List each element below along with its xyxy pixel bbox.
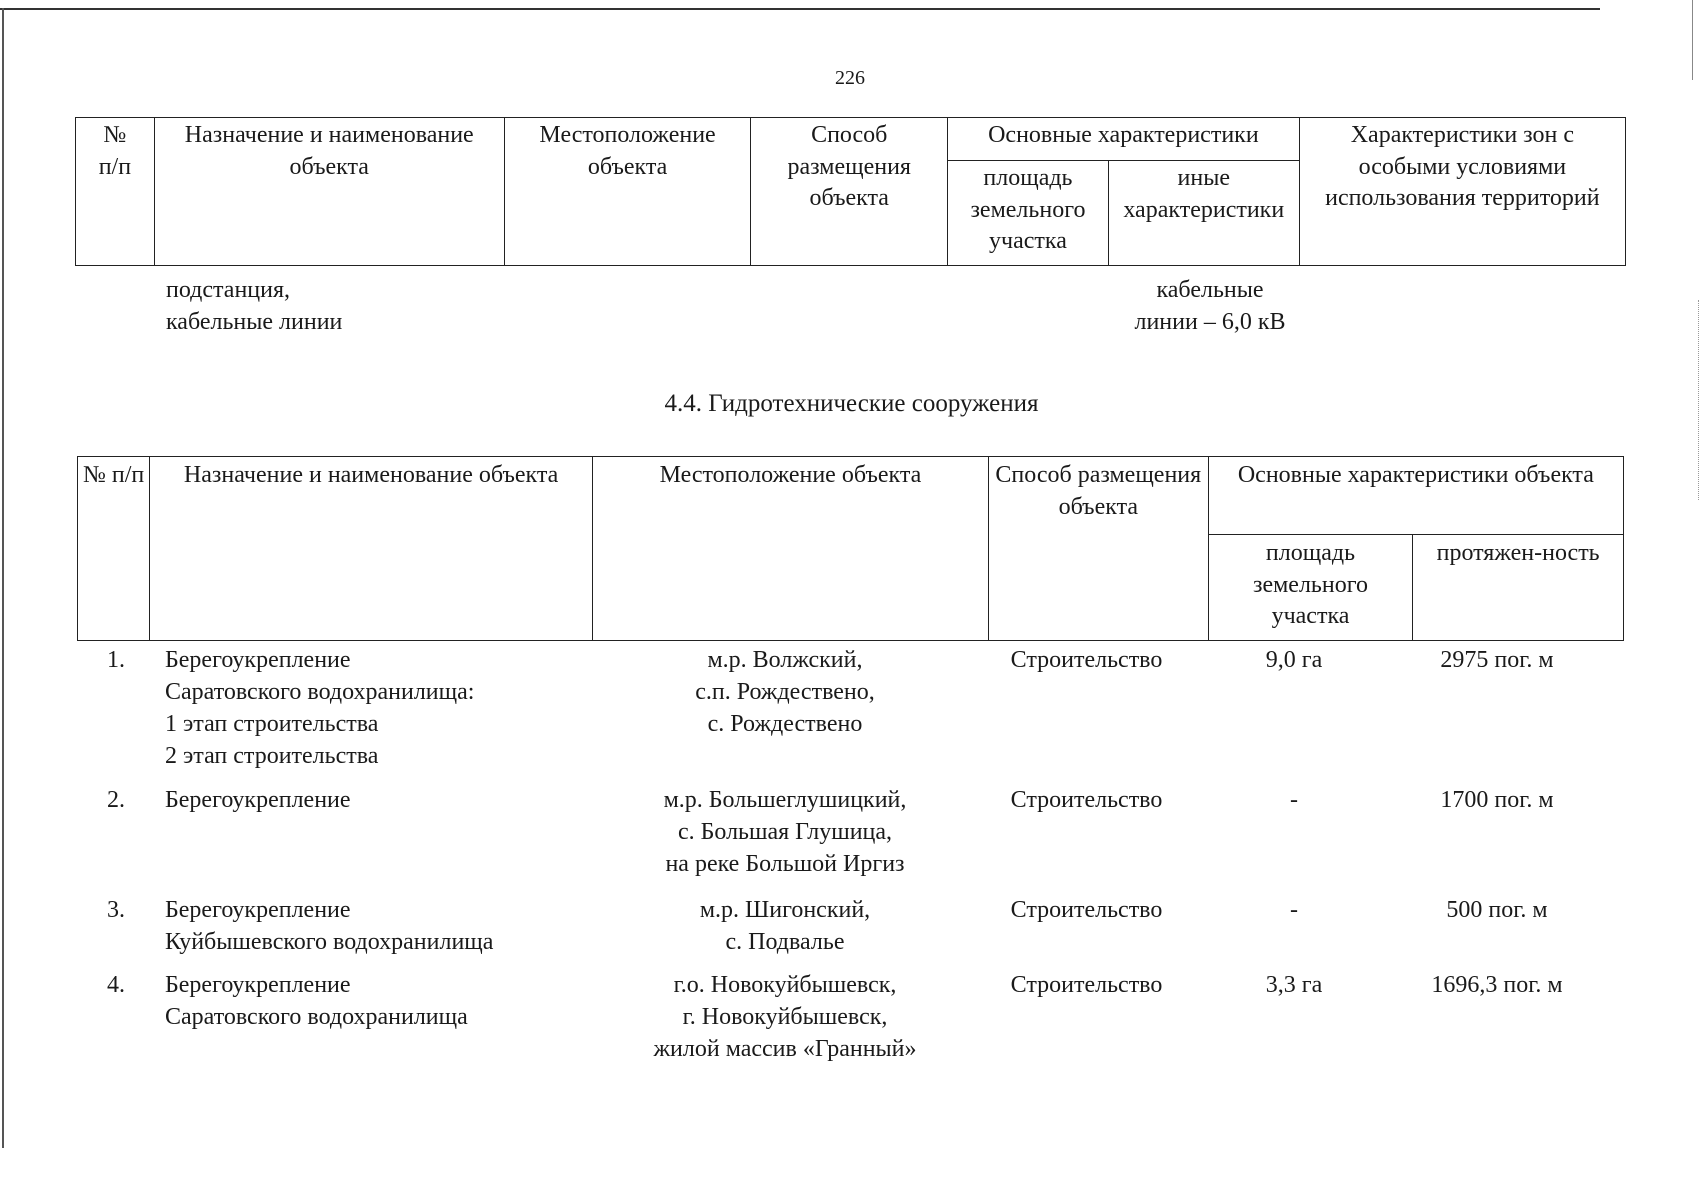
object-location-line: м.р. Волжский,	[707, 647, 863, 673]
land-area: 9,0 га	[1265, 647, 1323, 673]
header-main-characteristics: Основные характеристики	[947, 117, 1300, 161]
object-name-line: Куйбышевского водохранилища	[165, 929, 494, 955]
header-location: Местоположение объекта	[591, 456, 989, 641]
row-number: 4.	[107, 972, 125, 998]
header-name: Назначение и наименование объекта	[153, 117, 505, 266]
object-name: Берегоукрепление Саратовского водохранил…	[155, 969, 591, 1033]
header-location: Местоположение объекта	[503, 117, 752, 266]
object-location-line: г.о. Новокуйбышевск,	[673, 972, 897, 998]
object-name-line: Саратовского водохранилища:	[165, 679, 475, 705]
placement-method: Строительство	[1010, 972, 1163, 998]
scan-border-top	[0, 8, 1600, 10]
continuation-other: кабельные линии – 6,0 кВ	[1105, 274, 1315, 338]
object-location: м.р. Большеглушицкий, с. Большая Глушица…	[591, 784, 979, 880]
continuation-name-line: кабельные линии	[166, 309, 343, 335]
scan-border-right	[1692, 0, 1693, 80]
continuation-other-line: линии – 6,0 кВ	[1134, 309, 1286, 335]
object-location-line: м.р. Шигонский,	[699, 897, 871, 923]
scan-noise	[1698, 300, 1699, 500]
placement-method: Строительство	[1010, 897, 1163, 923]
row-number: 3.	[107, 897, 125, 923]
land-area: -	[1290, 787, 1298, 813]
land-area: -	[1290, 897, 1298, 923]
object-name-line: Берегоукрепление	[165, 897, 351, 923]
placement-method: Строительство	[1010, 787, 1163, 813]
length: 1700 пог. м	[1440, 787, 1554, 813]
length: 1696,3 пог. м	[1431, 972, 1563, 998]
continuation-name: подстанция, кабельные линии	[166, 274, 342, 338]
table-row: 1. Берегоукрепление Саратовского водохра…	[77, 644, 1624, 784]
placement-method: Строительство	[1010, 647, 1163, 673]
row-number: 2.	[107, 787, 125, 813]
header-main-characteristics: Основные характеристики объекта	[1207, 456, 1625, 535]
row-number: 1.	[107, 647, 125, 673]
table-row: 2. Берегоукрепление м.р. Большеглушицкий…	[77, 784, 1624, 894]
object-name-line: Берегоукрепление	[165, 787, 351, 813]
object-name-line: Берегоукрепление	[165, 972, 351, 998]
object-name: Берегоукрепление Саратовского водохранил…	[155, 644, 591, 772]
continuation-name-line: подстанция,	[166, 277, 291, 303]
header-length: протяжен-ность	[1412, 534, 1624, 641]
continuation-other-line: кабельные	[1156, 277, 1264, 303]
table-row: 3. Берегоукрепление Куйбышевского водохр…	[77, 894, 1624, 969]
object-name-line: 1 этап строительства	[165, 711, 379, 737]
object-location-line: с. Подвалье	[725, 929, 845, 955]
header-num: № п/п	[76, 456, 151, 641]
header-method: Способ размещения объекта	[987, 456, 1209, 641]
object-location-line: с. Рождествено	[707, 711, 863, 737]
table-body-hydro: 1. Берегоукрепление Саратовского водохра…	[77, 644, 1624, 1069]
section-title: 4.4. Гидротехнические сооружения	[664, 390, 1039, 417]
land-area: 3,3 га	[1265, 972, 1323, 998]
object-name-line: Берегоукрепление	[165, 647, 351, 673]
object-name: Берегоукрепление	[155, 784, 591, 816]
object-location-line: г. Новокуйбышевск,	[682, 1004, 888, 1030]
length: 2975 пог. м	[1440, 647, 1554, 673]
header-other: иные характеристики	[1107, 160, 1300, 266]
header-zones: Характеристики зон с особыми условиями и…	[1298, 117, 1627, 266]
object-location: м.р. Шигонский, с. Подвалье	[591, 894, 979, 958]
object-name-line: 2 этап строительства	[165, 743, 379, 769]
header-area: площадь земельного участка	[947, 160, 1109, 266]
table-header-hydro: № п/п Назначение и наименование объекта …	[76, 456, 1625, 641]
length: 500 пог. м	[1446, 897, 1548, 923]
object-name: Берегоукрепление Куйбышевского водохрани…	[155, 894, 591, 958]
object-location: г.о. Новокуйбышевск, г. Новокуйбышевск, …	[591, 969, 979, 1065]
object-name-line: Саратовского водохранилища	[165, 1004, 468, 1030]
scan-border-left	[2, 8, 4, 1148]
header-name: Назначение и наименование объекта	[149, 456, 593, 641]
header-area: площадь земельного участка	[1207, 534, 1414, 641]
object-location-line: м.р. Большеглушицкий,	[663, 787, 907, 813]
object-location: м.р. Волжский, с.п. Рождествено, с. Рожд…	[591, 644, 979, 740]
page-number: 226	[835, 67, 865, 89]
object-location-line: на реке Большой Иргиз	[665, 851, 905, 877]
object-location-line: жилой массив «Гранный»	[653, 1036, 917, 1062]
object-location-line: с.п. Рождествено,	[695, 679, 875, 705]
header-method: Способ размещения объекта	[750, 117, 949, 266]
table-row: 4. Берегоукрепление Саратовского водохра…	[77, 969, 1624, 1069]
object-location-line: с. Большая Глушица,	[677, 819, 893, 845]
